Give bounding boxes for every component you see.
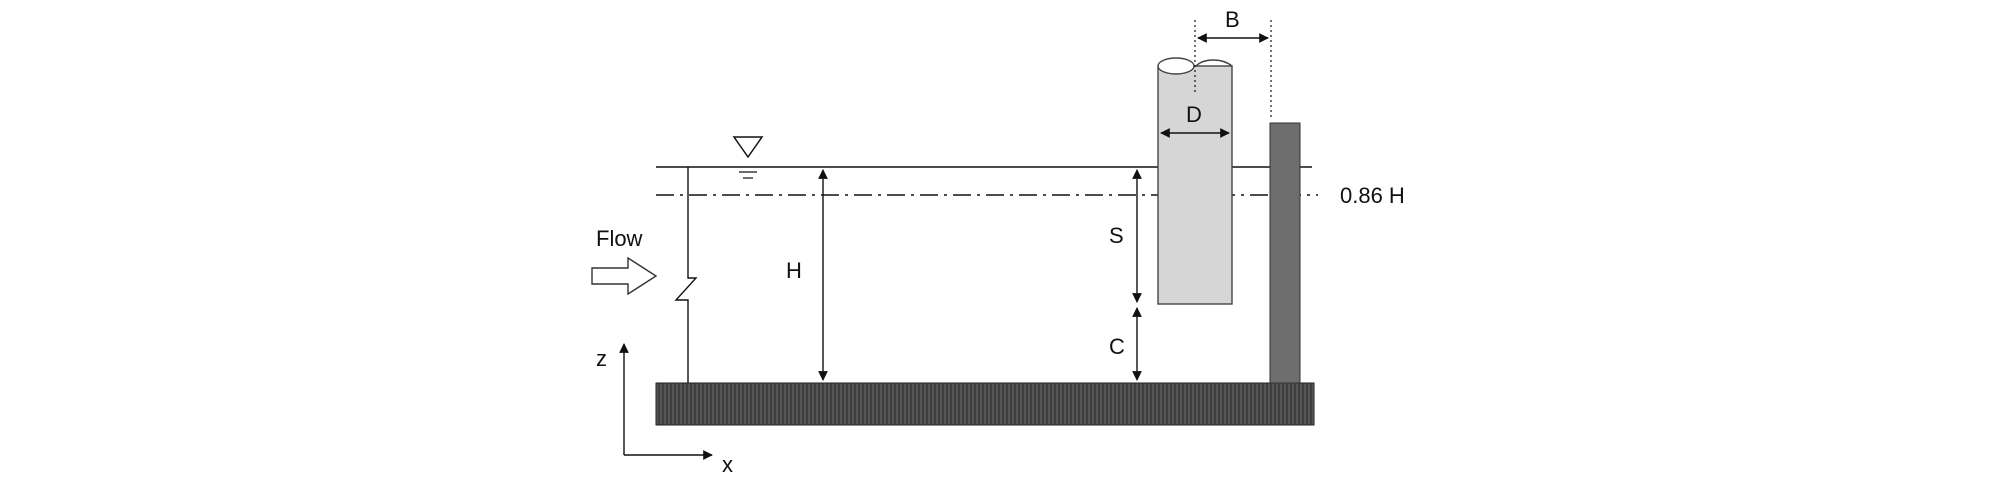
depth-label: H (786, 258, 802, 283)
z-axis-label: z (596, 346, 607, 371)
pile-cylinder (1157, 57, 1233, 305)
x-axis-label: x (722, 452, 733, 477)
flow-label: Flow (596, 226, 643, 251)
submergence-label: S (1109, 223, 1124, 248)
inverted-triangle-icon (732, 136, 764, 179)
hollow-arrow-icon (591, 256, 658, 296)
diameter-label: D (1186, 102, 1202, 127)
channel-bed (655, 382, 1315, 426)
side-wall (1269, 122, 1301, 384)
offset-label: B (1225, 7, 1240, 32)
measurement-level-label: 0.86 H (1340, 183, 1405, 208)
clearance-label: C (1109, 334, 1125, 359)
upstream-boundary (674, 167, 698, 383)
